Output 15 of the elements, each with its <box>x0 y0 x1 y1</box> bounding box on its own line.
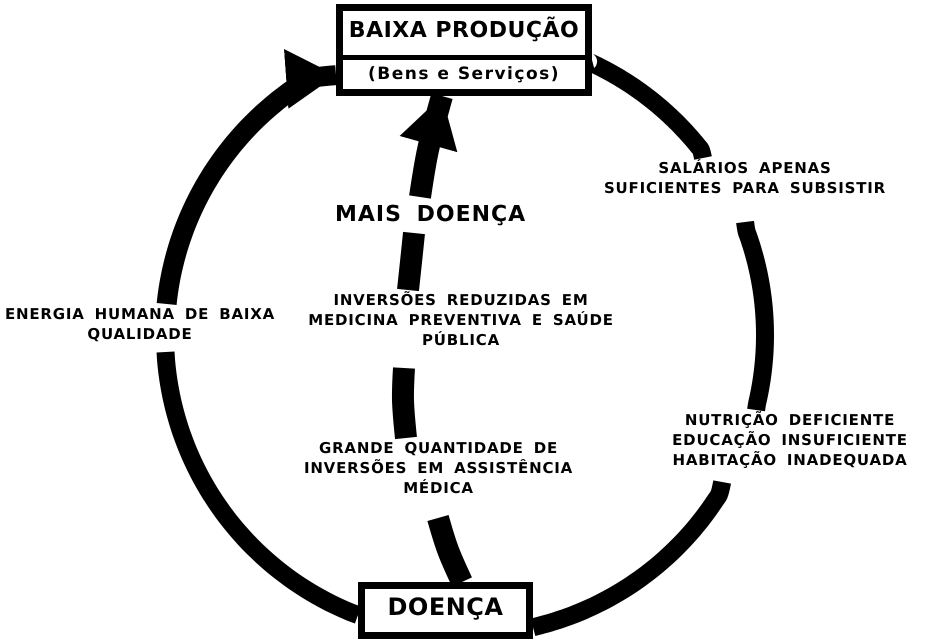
box-title: BAIXA PRODUÇÃO <box>343 11 585 55</box>
cycle-label: MAIS DOENÇA <box>335 197 525 233</box>
process-box <box>336 4 592 96</box>
cycle-label: NUTRIÇÃO DEFICIENTE EDUCAÇÃO INSUFICIENTE HABITAÇÃO INADEQUADA <box>632 410 948 482</box>
connector-line <box>392 367 417 440</box>
process-box <box>358 582 533 639</box>
connector-line <box>736 220 774 412</box>
cycle-label: ENERGIA HUMANA DE BAIXA QUALIDADE <box>0 304 280 352</box>
box-subtitle: (Bens e Serviços) <box>343 60 585 89</box>
cycle-label: INVERSÕES REDUZIDAS EM MEDICINA PREVENTIVA E SAÚDE PÚBLICA <box>296 290 626 368</box>
box-title: DOENÇA <box>365 589 526 632</box>
connector-line <box>397 232 425 292</box>
cycle-label: GRANDE QUANTIDADE DE INVERSÕES EM ASSISTÊNCIA MÉDICA <box>296 438 581 518</box>
cycle-label: SALÁRIOS APENAS SUFICIENTES PARA SUBSISTIR <box>600 158 890 222</box>
arrow <box>156 49 337 307</box>
